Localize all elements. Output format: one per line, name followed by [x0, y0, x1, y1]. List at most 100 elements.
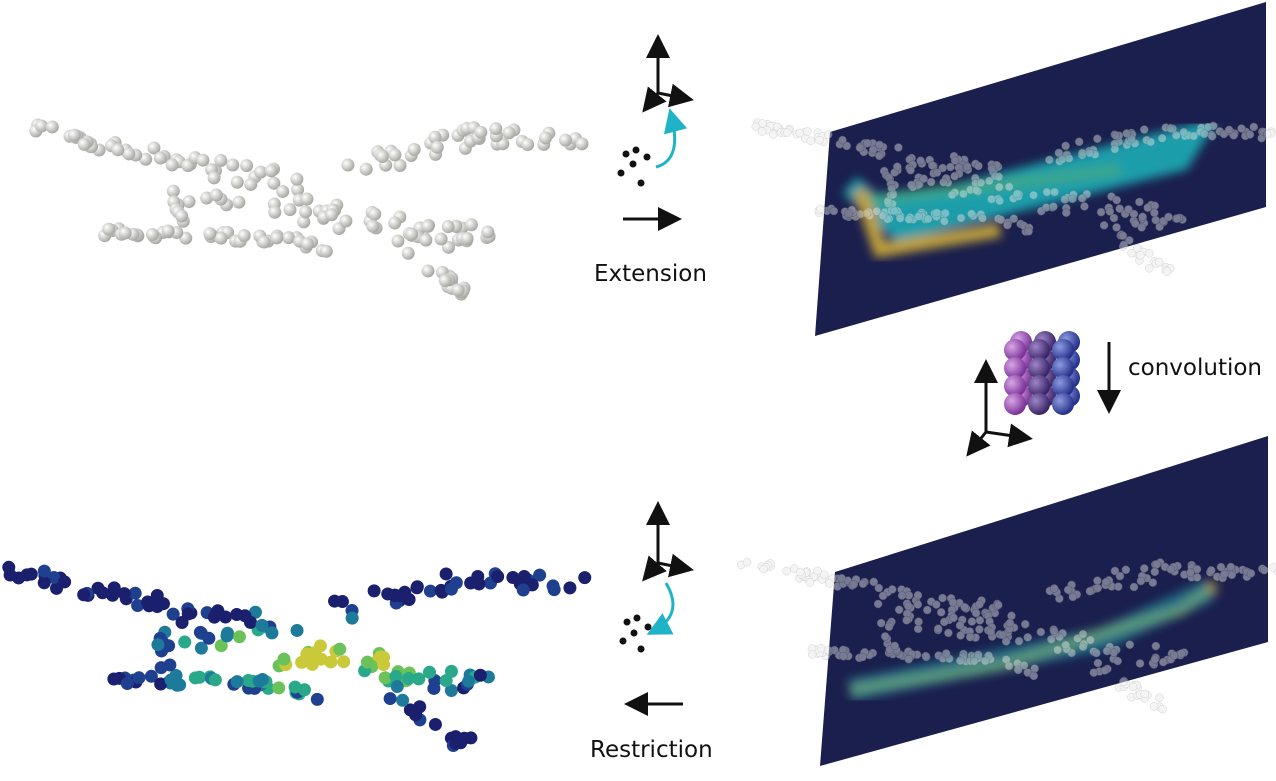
- point: [971, 178, 980, 188]
- point: [984, 651, 993, 660]
- point: [797, 570, 806, 579]
- point: [1205, 567, 1215, 577]
- point: [1130, 139, 1140, 148]
- point: [932, 212, 941, 221]
- point: [1143, 203, 1152, 212]
- point: [439, 674, 453, 688]
- point: [122, 147, 136, 161]
- point: [1166, 655, 1176, 664]
- point: [975, 600, 984, 609]
- point: [1014, 192, 1023, 201]
- point: [944, 615, 954, 625]
- point: [291, 183, 305, 197]
- axes-icon-middle: [966, 359, 1033, 457]
- point: [337, 655, 351, 669]
- point: [1227, 128, 1236, 137]
- point: [905, 650, 914, 660]
- point: [869, 577, 878, 587]
- point: [932, 212, 942, 222]
- point: [987, 623, 997, 632]
- point: [902, 587, 912, 596]
- point: [921, 213, 931, 223]
- point: [888, 190, 898, 199]
- point: [917, 208, 926, 217]
- point: [441, 220, 455, 234]
- point: [145, 228, 159, 242]
- point: [1189, 131, 1199, 141]
- point: [939, 209, 948, 219]
- point: [954, 169, 964, 178]
- point: [1079, 639, 1089, 649]
- point: [1215, 127, 1225, 136]
- point: [164, 673, 178, 687]
- point: [267, 176, 281, 190]
- point: [983, 626, 993, 635]
- point: [1129, 209, 1139, 219]
- point: [1005, 624, 1014, 634]
- point: [1101, 580, 1110, 590]
- point: [970, 605, 979, 614]
- point: [422, 665, 436, 679]
- point: [776, 128, 786, 137]
- point: [1178, 215, 1187, 224]
- point: [858, 652, 867, 662]
- point: [1067, 580, 1076, 590]
- grey-point-cloud-airplane: [29, 118, 589, 301]
- point: [444, 683, 458, 697]
- point: [932, 600, 941, 609]
- point: [378, 671, 392, 685]
- point: [373, 650, 387, 664]
- point: [868, 145, 878, 155]
- point: [366, 219, 380, 233]
- point: [1220, 569, 1229, 579]
- point: [956, 631, 965, 640]
- point: [969, 652, 979, 661]
- point: [914, 212, 923, 221]
- point: [1174, 213, 1184, 223]
- point: [893, 208, 903, 217]
- point: [840, 207, 850, 216]
- point: [1169, 562, 1178, 572]
- point: [1179, 648, 1189, 657]
- point: [1093, 134, 1102, 143]
- point: [516, 583, 530, 597]
- point: [971, 608, 981, 618]
- point: [232, 630, 246, 644]
- point: [1139, 125, 1149, 134]
- point: [827, 204, 836, 213]
- point: [254, 165, 268, 179]
- point: [995, 196, 1004, 206]
- point: [954, 155, 963, 164]
- point: [1049, 202, 1058, 211]
- point: [875, 140, 884, 150]
- point: [1150, 655, 1160, 664]
- point: [248, 605, 262, 619]
- point: [288, 680, 302, 694]
- point: [1119, 240, 1129, 250]
- point: [91, 581, 105, 595]
- point: [1110, 566, 1120, 576]
- point: [175, 209, 189, 223]
- point: [886, 190, 896, 200]
- point: [995, 630, 1005, 639]
- point: [226, 158, 240, 172]
- point: [849, 211, 859, 220]
- point: [822, 206, 832, 216]
- point: [902, 609, 912, 618]
- point: [1022, 226, 1031, 235]
- point: [128, 586, 142, 600]
- point: [1158, 704, 1167, 714]
- point: [813, 566, 822, 576]
- feature-plane-top: [815, 2, 1266, 336]
- point: [1138, 212, 1147, 222]
- point: [950, 171, 959, 181]
- point: [1157, 133, 1167, 143]
- point: [1207, 132, 1217, 141]
- point: [1151, 653, 1160, 662]
- axes-icon-top: [642, 34, 694, 113]
- point: [272, 681, 286, 695]
- point: [196, 153, 210, 167]
- point: [905, 163, 914, 173]
- point: [890, 180, 899, 190]
- point: [944, 628, 953, 638]
